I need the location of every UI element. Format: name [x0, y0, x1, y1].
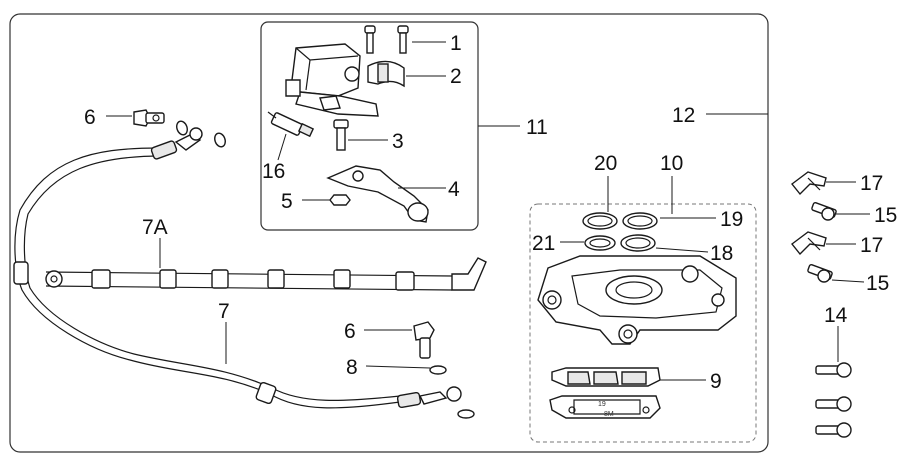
callout-14: 14 [824, 304, 848, 327]
master-cylinder-group [267, 25, 429, 223]
callout-12: 12 [672, 104, 695, 127]
washers-top [176, 120, 226, 148]
caliper-body-part-12 [537, 255, 737, 345]
callout-21: 21 [532, 232, 555, 255]
callout-20: 20 [594, 152, 617, 175]
brake-lever-part-4 [326, 165, 429, 223]
pad-stamp-line1: 19 [598, 401, 606, 408]
brake-switch-part-16 [267, 111, 315, 138]
callout-18: 18 [710, 242, 733, 265]
callout-11: 11 [526, 116, 548, 139]
clamp-part-2 [367, 60, 405, 88]
pad-stamp-line2: 8M [604, 411, 614, 418]
washer-part-8 [429, 365, 475, 419]
callout-6-top: 6 [84, 106, 96, 129]
master-cylinder-body [285, 43, 379, 117]
banjo-bolt-part-6-bottom [413, 321, 435, 359]
callout-6-bottom: 6 [344, 320, 356, 343]
bolt-part-15-top [811, 202, 837, 221]
leader-lines [106, 41, 870, 381]
brake-pads-part-9 [549, 367, 661, 419]
bolt-part-14a [815, 362, 852, 378]
callout-7: 7 [218, 300, 230, 323]
callout-3: 3 [392, 130, 404, 153]
callout-4: 4 [448, 178, 460, 201]
callout-17-top: 17 [860, 172, 883, 195]
callout-2: 2 [450, 65, 462, 88]
callout-16: 16 [262, 160, 285, 183]
callout-15-bottom: 15 [866, 272, 889, 295]
banjo-bolt-part-6-top [133, 109, 165, 127]
nut-part-5 [329, 194, 351, 206]
bolt-part-15-bottom [807, 264, 833, 283]
brake-hose-upper [13, 127, 462, 409]
callout-10: 10 [660, 152, 683, 175]
bolt-part-14c [815, 422, 852, 438]
clip-part-17-bottom [791, 231, 827, 256]
bolt-part-1b [397, 25, 409, 54]
clip-part-17-top [791, 171, 827, 196]
callout-19: 19 [720, 208, 743, 231]
callout-5: 5 [281, 190, 293, 213]
callout-17-bottom: 17 [860, 234, 883, 257]
brake-hose-7A [45, 257, 487, 291]
seals-part-19-18 [582, 212, 658, 252]
pivot-bolt-part-3 [333, 119, 349, 151]
callout-8: 8 [346, 356, 358, 379]
callout-15-top: 15 [874, 204, 897, 227]
bolt-part-14b [815, 396, 852, 412]
callout-1: 1 [450, 32, 462, 55]
outer-frame [9, 13, 769, 453]
bolt-part-1a [364, 25, 376, 54]
callout-9: 9 [710, 370, 722, 393]
callout-7A: 7A [142, 216, 168, 239]
caliper-dashed-group [529, 203, 757, 443]
